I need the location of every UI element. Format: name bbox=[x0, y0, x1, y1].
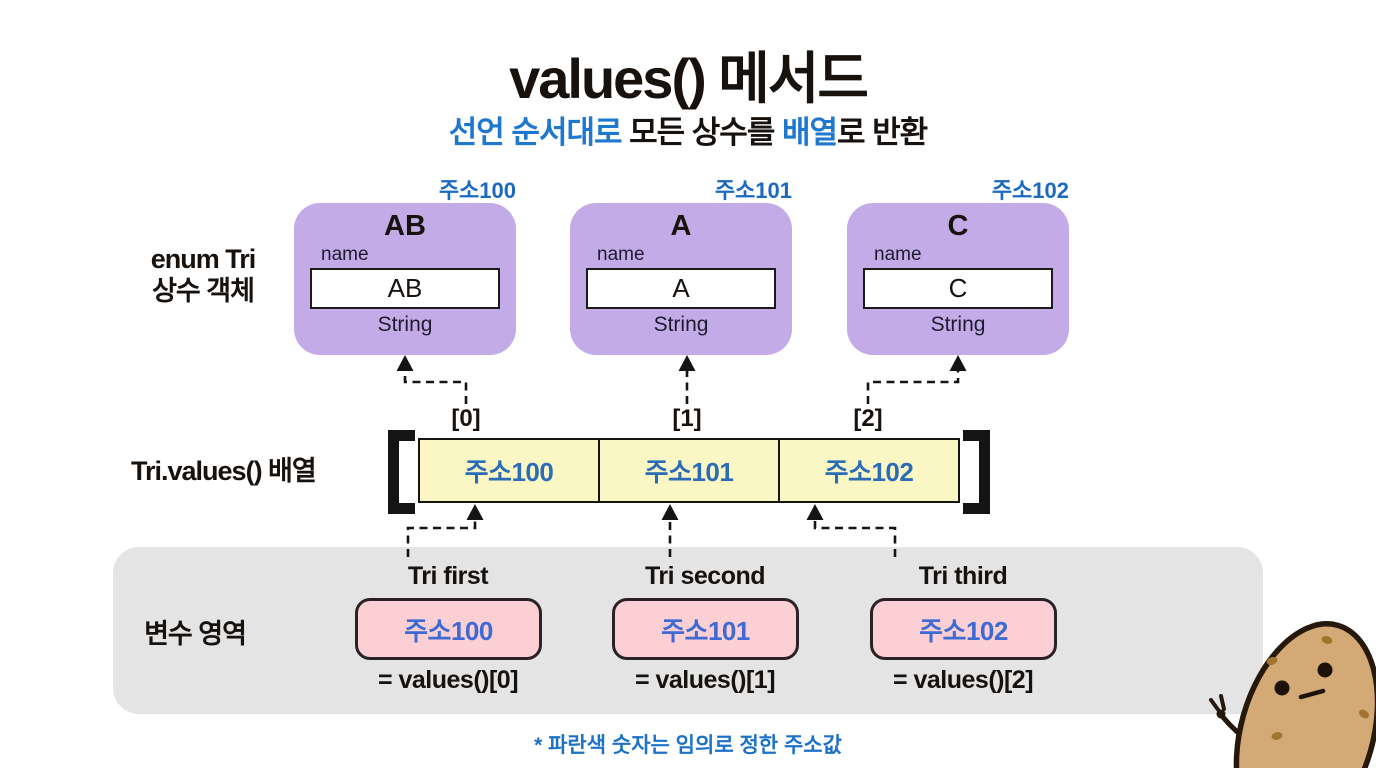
enum-constant-box: A name A String bbox=[570, 203, 792, 355]
enum-area-label: enum Tri 상수 객체 bbox=[113, 243, 293, 308]
variable-name: Tri first bbox=[407, 562, 489, 590]
constant-name: AB bbox=[384, 210, 426, 242]
subtitle-part-1: 선언 순서대로 bbox=[448, 115, 623, 150]
address-label: 주소102 bbox=[991, 178, 1069, 203]
address-label: 주소100 bbox=[438, 178, 516, 203]
array-index-label: [0] bbox=[451, 405, 481, 432]
name-field-value-box: A bbox=[586, 268, 776, 309]
enum-constant-box: AB name AB String bbox=[294, 203, 516, 355]
variable-value-box: 주소102 bbox=[870, 598, 1057, 660]
field-type-label: String bbox=[930, 313, 986, 336]
address-label: 주소101 bbox=[714, 178, 792, 203]
variable-name: Tri third bbox=[918, 562, 1008, 590]
name-field-label: name bbox=[874, 244, 922, 265]
name-field-label: name bbox=[321, 244, 369, 265]
array-area-label: Tri.values() 배열 bbox=[131, 456, 317, 486]
variable-area-label: 변수 영역 bbox=[144, 619, 247, 649]
variable-name: Tri second bbox=[644, 562, 766, 590]
subtitle-part-4: 로 반환 bbox=[837, 115, 928, 150]
subtitle-part-3: 배열 bbox=[781, 115, 838, 150]
array-bracket-left bbox=[388, 430, 415, 514]
page-subtitle: 선언 순서대로 모든 상수를 배열로 반환 bbox=[0, 107, 1376, 152]
enum-constant-box: C name C String bbox=[847, 203, 1069, 355]
variable-value-box: 주소100 bbox=[355, 598, 542, 660]
array-cell: 주소101 bbox=[598, 440, 780, 501]
constant-name: C bbox=[947, 210, 969, 242]
enum-area-label-line1: enum Tri bbox=[150, 244, 257, 274]
footnote: * 파란색 숫자는 임의로 정한 주소값 bbox=[534, 734, 842, 757]
variable-value-box: 주소101 bbox=[612, 598, 799, 660]
field-type-label: String bbox=[377, 313, 433, 336]
constant-name: A bbox=[670, 210, 692, 242]
page-title: values() 메서드 bbox=[509, 47, 869, 110]
array-cell: 주소102 bbox=[824, 457, 914, 487]
name-field-value-box: C bbox=[863, 268, 1053, 309]
array-index-label: [1] bbox=[672, 405, 702, 432]
subtitle-part-2: 모든 상수를 bbox=[621, 115, 782, 150]
values-array: 주소100 주소101 주소102 bbox=[418, 438, 960, 503]
enum-area-label-line2: 상수 객체 bbox=[152, 276, 255, 307]
assignment-label: = values()[2] bbox=[892, 666, 1034, 694]
field-type-label: String bbox=[653, 313, 709, 336]
name-field-label: name bbox=[597, 244, 645, 265]
assignment-label: = values()[1] bbox=[634, 666, 776, 694]
array-index-label: [2] bbox=[853, 405, 883, 432]
array-bracket-right bbox=[963, 430, 990, 514]
name-field-value-box: AB bbox=[310, 268, 500, 309]
array-cell: 주소100 bbox=[464, 457, 554, 487]
assignment-label: = values()[0] bbox=[377, 666, 519, 694]
